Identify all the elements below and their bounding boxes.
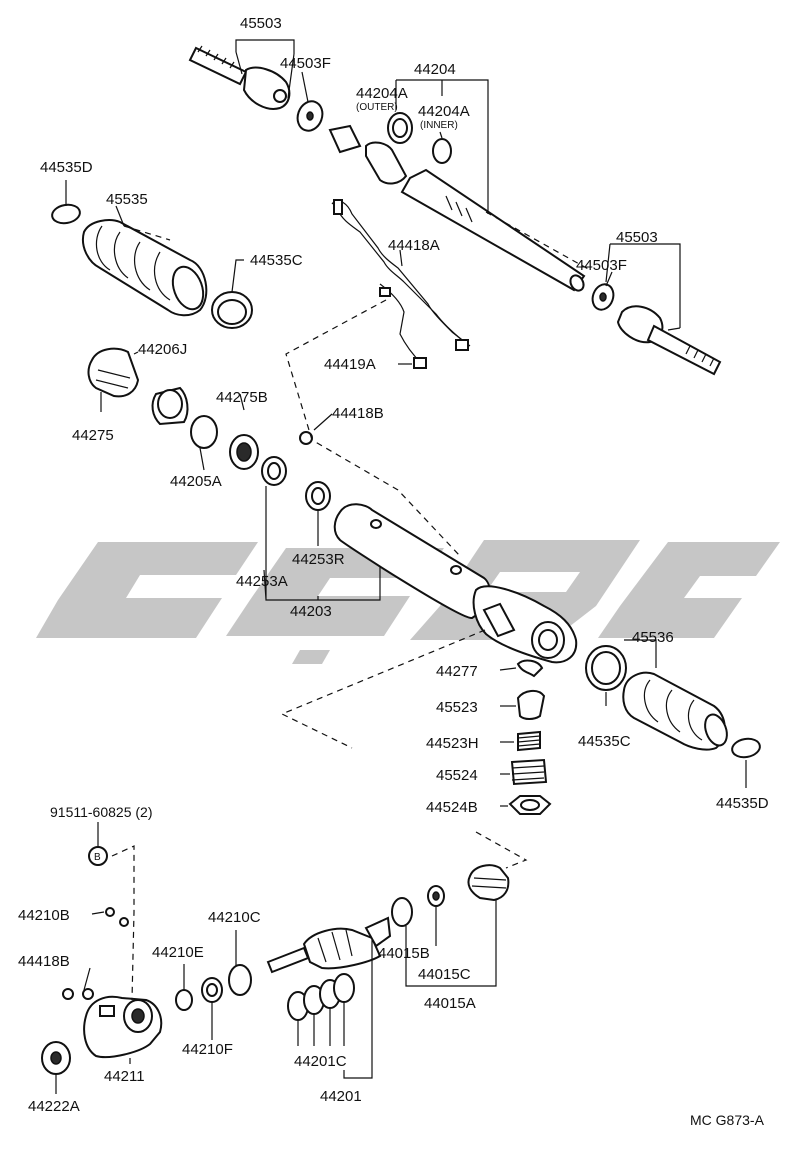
label-45523: 45523: [436, 699, 478, 716]
label-45524: 45524: [436, 767, 478, 784]
guide-line-44418B: [285, 299, 461, 557]
label-44204A-outer-note: (OUTER): [356, 102, 398, 113]
bolt-44210B: [105, 907, 129, 927]
spring-cap-44277: [516, 659, 544, 678]
label-44253A: 44253A: [236, 573, 288, 590]
label-44535D-left: 44535D: [40, 159, 93, 176]
label-44418A: 44418A: [388, 237, 440, 254]
label-45503-right: 45503: [616, 229, 658, 246]
label-45536: 45536: [632, 629, 674, 646]
label-44418B-low: 44418B: [18, 953, 70, 970]
dust-seal-44015C: [467, 864, 510, 902]
o-ring-44204A-inner: [432, 138, 452, 164]
label-44210E: 44210E: [152, 944, 204, 961]
bolt-marker-B: [88, 846, 108, 866]
label-44204A-inner: 44204A: [418, 103, 470, 120]
label-45535: 45535: [106, 191, 148, 208]
label-44524B: 44524B: [426, 799, 478, 816]
clamp-44535C-right: [585, 645, 627, 691]
ring-44253R: [305, 481, 331, 511]
tie-rod-end-left: [188, 45, 291, 110]
label-44535C-right: 44535C: [578, 733, 631, 750]
guide-line-housing: [280, 629, 486, 749]
label-44535C-left: 44535C: [250, 252, 303, 269]
guide-screw-45524: [510, 758, 548, 786]
clamp-44535D-right: [731, 737, 761, 759]
boot-45535: [82, 219, 208, 317]
bearing-44210F: [201, 977, 223, 1003]
housing-44203: [333, 503, 578, 664]
label-44210B: 44210B: [18, 907, 70, 924]
watermark-logo: [36, 540, 780, 664]
label-44210C: 44210C: [208, 909, 261, 926]
o-ring-44205A: [190, 415, 218, 449]
o-ring-44210C: [228, 964, 252, 996]
label-44205A: 44205A: [170, 473, 222, 490]
label-44253R: 44253R: [292, 551, 345, 568]
label-44210F: 44210F: [182, 1041, 233, 1058]
bushing-44275B: [229, 434, 259, 470]
clamp-44535C-left: [211, 291, 253, 329]
control-valve-44201: [266, 916, 392, 974]
label-44503F-top: 44503F: [280, 55, 331, 72]
label-44201: 44201: [320, 1088, 362, 1105]
o-ring-44015A-small: [391, 897, 413, 927]
valve-housing-44211: [83, 995, 163, 1058]
label-44275: 44275: [72, 427, 114, 444]
label-B: B: [94, 852, 101, 863]
spring-44523H: [517, 730, 541, 752]
label-45503-top: 45503: [240, 15, 282, 32]
plug-44418B: [299, 431, 313, 445]
pipe-44418A: [331, 199, 471, 369]
leader-lines: [55, 39, 747, 1094]
bushing-44206J: [151, 386, 189, 426]
label-44015A: 44015A: [424, 995, 476, 1012]
guide-line-rack: [485, 211, 591, 271]
reference-code: MC G873-A: [690, 1112, 765, 1128]
dust-cover-44275: [87, 347, 140, 398]
label-44523H: 44523H: [426, 735, 479, 752]
label-44015B: 44015B: [378, 945, 430, 962]
label-44206J: 44206J: [138, 341, 187, 358]
label-44503F-right: 44503F: [576, 257, 627, 274]
rack-bar-44204: [328, 124, 586, 292]
label-44201C: 44201C: [294, 1053, 347, 1070]
lock-washer-44503F-right: [591, 283, 615, 311]
label-44204A-outer: 44204A: [356, 85, 408, 102]
label-44211: 44211: [104, 1068, 145, 1085]
lock-nut-44524B: [508, 795, 552, 815]
label-44015C: 44015C: [418, 966, 471, 983]
label-44204: 44204: [414, 61, 456, 78]
bushing-44204A-outer: [387, 112, 413, 144]
plug-44418B-lower: [62, 988, 94, 1000]
guide-line-45535: [123, 225, 171, 241]
label-44204A-inner-note: (INNER): [420, 120, 458, 131]
boot-45536: [622, 671, 728, 751]
label-44277: 44277: [436, 663, 478, 680]
cover-44222A: [41, 1041, 71, 1075]
label-91511-60825: 91511-60825 (2): [50, 804, 152, 820]
part-labels: 45503 44503F 44204 44204A (OUTER) 44204A…: [18, 15, 769, 1128]
label-44203: 44203: [290, 603, 332, 620]
label-44535D-right: 44535D: [716, 795, 769, 812]
guide-line-dust-seal: [475, 831, 528, 869]
label-44222A: 44222A: [28, 1098, 80, 1115]
guide-line-bolts: [111, 845, 135, 1001]
label-44419A: 44419A: [324, 356, 376, 373]
lock-washer-44503F-left: [296, 100, 324, 132]
seal-44210E: [175, 989, 193, 1011]
label-44275B: 44275B: [216, 389, 268, 406]
clamp-44535D-left: [51, 203, 81, 225]
rack-guide-45523: [516, 690, 546, 720]
label-44418B-mid: 44418B: [332, 405, 384, 422]
ring-44253A: [261, 456, 287, 486]
seal-44015B: [427, 885, 445, 907]
tie-rod-end-right: [616, 305, 722, 376]
